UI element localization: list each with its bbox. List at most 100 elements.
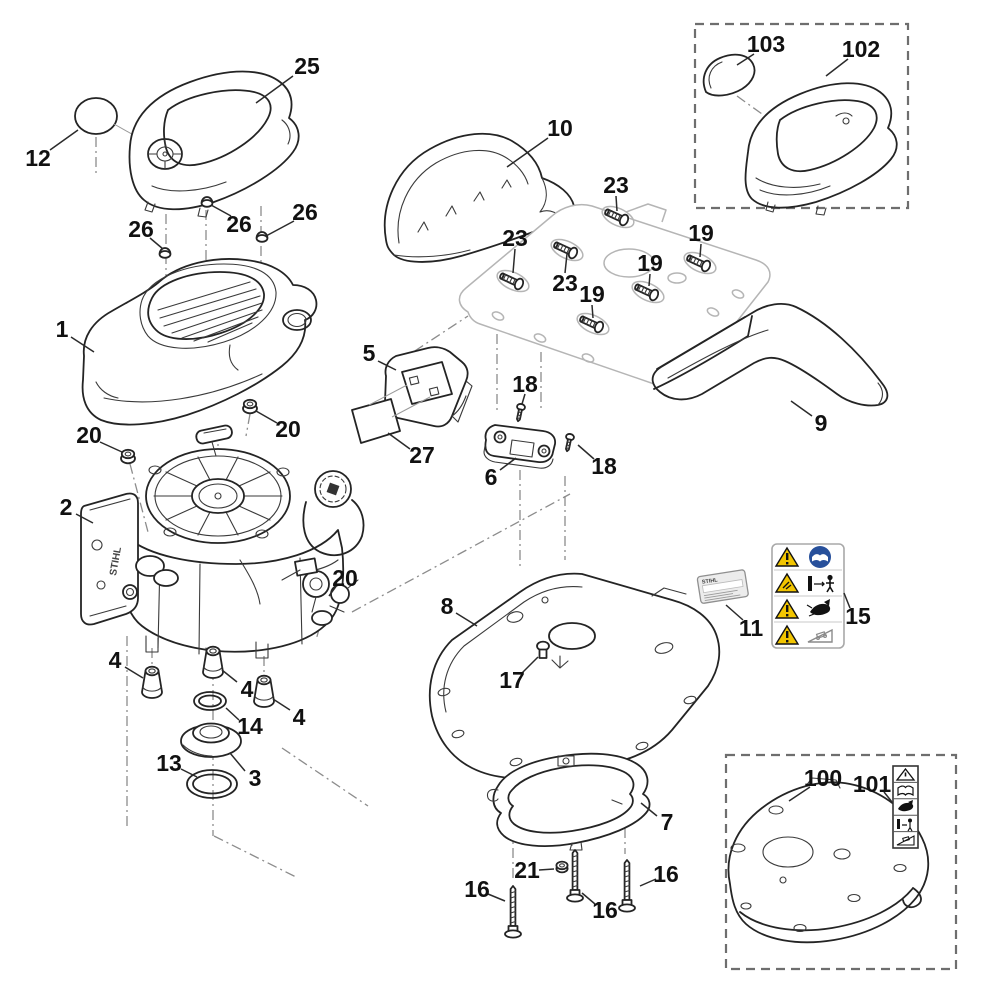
leader-line-20: [328, 584, 338, 597]
leader-line-21: [538, 868, 555, 871]
variant-box-bottom-right: [724, 753, 958, 971]
read-manual-icon: [897, 785, 914, 797]
leader-line-7: [640, 802, 658, 817]
part-8-housing-top: [428, 572, 721, 779]
leader-line-25: [255, 75, 294, 104]
leader-line-8: [455, 612, 478, 627]
callout-1: 1: [56, 316, 69, 342]
leader-line-103: [736, 53, 755, 66]
leader-line-9: [790, 400, 813, 417]
callout-20: 20: [76, 422, 102, 448]
leader-line-11: [725, 604, 744, 621]
leader-line-18: [521, 393, 526, 405]
part-3-grommet: [180, 722, 242, 758]
part-10-deflector: [383, 132, 575, 263]
fuel-cap: [314, 470, 352, 508]
callout-3: 3: [249, 765, 262, 791]
callout-14: 14: [237, 713, 263, 739]
callout-4: 4: [241, 676, 254, 702]
callout-10: 10: [547, 115, 573, 141]
leader-line-100: [788, 786, 811, 802]
leader-line-27: [387, 432, 411, 450]
part-2-engine: STIHL: [80, 424, 365, 663]
callout-16: 16: [464, 876, 490, 902]
callout-4: 4: [293, 704, 306, 730]
part-5-bracket: [384, 346, 473, 428]
callout-11: 11: [739, 615, 764, 641]
leader-line-3: [229, 752, 246, 772]
cutting-hazard-icon: [898, 800, 914, 812]
leader-line-12: [49, 129, 79, 151]
part-14-o-ring: [193, 691, 227, 711]
read-manual-icon: [809, 546, 831, 568]
leader-line-15: [843, 592, 851, 609]
callout-8: 8: [441, 593, 454, 619]
callout-5: 5: [363, 340, 376, 366]
deck-plate-reference: [458, 203, 771, 389]
leader-line-2: [75, 513, 94, 524]
callout-19: 19: [579, 281, 605, 307]
leader-line-102: [825, 58, 849, 77]
callout-23: 23: [603, 172, 629, 198]
model-plate-brand: STIHL: [701, 577, 718, 586]
part-1-engine-shroud: [81, 258, 318, 426]
leader-line-26: [265, 220, 295, 237]
leader-line-101: [883, 791, 893, 803]
callout-4: 4: [109, 647, 122, 673]
leader-line-5: [377, 360, 397, 371]
part-13-o-ring: [186, 769, 238, 799]
starter-handle: [195, 424, 233, 457]
callout-23: 23: [552, 270, 578, 296]
leader-line-14: [225, 707, 240, 721]
part-9-side-cover: [651, 302, 889, 407]
leader-line-17: [521, 656, 539, 674]
callout-7: 7: [661, 809, 674, 835]
callout-20: 20: [332, 565, 358, 591]
warning-triangle-icon: [774, 598, 800, 619]
part-21-nut: [555, 860, 569, 874]
leader-line-13: [180, 768, 198, 778]
callout-21: 21: [514, 857, 540, 883]
cutting-hazard-icon: [806, 599, 831, 617]
engine-brand-text: STIHL: [108, 546, 124, 576]
part-103-window-insert: [702, 53, 756, 97]
leader-line-16: [581, 892, 596, 905]
leader-line-23: [615, 195, 618, 212]
leader-line-18: [577, 444, 595, 460]
warning-triangle-icon: [774, 624, 800, 645]
leader-line-16: [639, 878, 657, 887]
callout-27: 27: [409, 442, 435, 468]
leader-line-4: [221, 669, 238, 683]
leader-line-19: [648, 273, 651, 287]
leader-line-26: [210, 204, 232, 217]
callout-16: 16: [592, 897, 618, 923]
part-6-cover-strip: [483, 424, 556, 469]
part-25-top-cover: [128, 70, 300, 218]
callout-19: 19: [637, 250, 663, 276]
callout-2: 2: [60, 494, 73, 520]
callout-100: 100: [804, 765, 842, 791]
slope-hazard-icon: [807, 628, 833, 643]
part-102-top-cover-variant: [744, 82, 898, 216]
leader-line-10: [506, 137, 549, 168]
keep-distance-icon: [897, 818, 913, 832]
part-101-safety-strip: [892, 765, 919, 849]
callout-20: 20: [275, 416, 301, 442]
leader-line-6: [499, 457, 517, 471]
callout-26: 26: [292, 199, 318, 225]
leader-line-23: [564, 253, 568, 274]
part-17-plug: [536, 640, 550, 659]
callout-19: 19: [688, 220, 714, 246]
callout-12: 12: [25, 145, 51, 171]
callout-15: 15: [845, 603, 871, 629]
callout-26: 26: [226, 211, 252, 237]
carburetor: [281, 557, 359, 626]
leader-line-16: [487, 893, 506, 902]
part-27-sticker: [351, 384, 431, 444]
leader-line-23: [512, 248, 516, 274]
callout-18: 18: [512, 371, 538, 397]
starter-fan-spokes: [153, 456, 283, 536]
keep-bystanders-away-icon: [808, 574, 834, 593]
